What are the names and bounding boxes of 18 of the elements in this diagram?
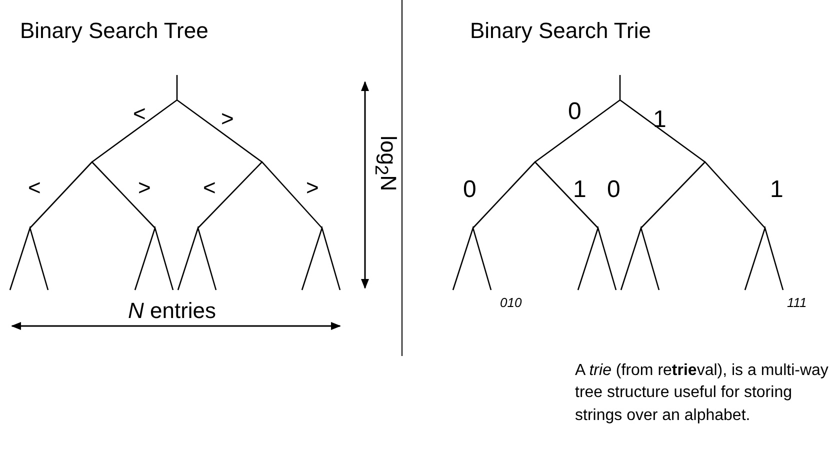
branch-label: 0	[568, 100, 582, 124]
branch-label: 0	[463, 178, 476, 202]
leaf-key: 111	[787, 296, 807, 309]
panel-heading: Binary Search Trie	[470, 20, 651, 42]
branch-label: >	[138, 177, 151, 199]
branch-label: 0	[607, 178, 620, 202]
branch-label: 1	[573, 178, 586, 202]
branch-label: <	[133, 103, 146, 125]
panel-heading: Binary Search Tree	[20, 20, 208, 42]
description-text: A trie (from retrieval), is a multi-way tree structure useful for storing strings over an alphabet.	[575, 361, 830, 426]
branch-label: >	[221, 108, 234, 130]
dimension-label: N entries	[128, 300, 216, 322]
branch-label: 1	[653, 108, 666, 132]
branch-label: <	[28, 177, 41, 199]
branch-label: 1	[770, 178, 784, 202]
branch-label: <	[203, 177, 216, 199]
branch-label: >	[306, 177, 319, 199]
leaf-key: 010	[500, 296, 522, 309]
